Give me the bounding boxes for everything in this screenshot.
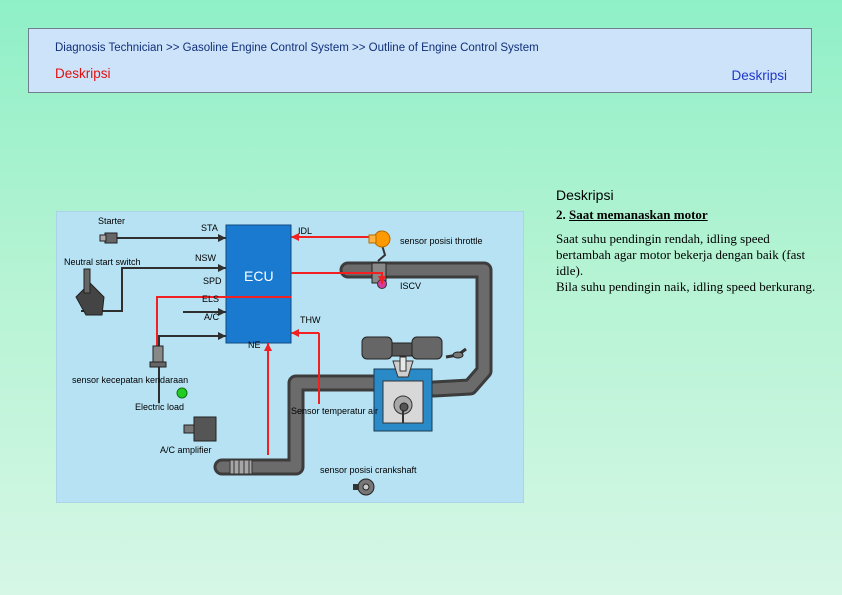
speed-sensor-label: sensor kecepatan kendaraan	[72, 375, 188, 385]
water-temperature-sensor-icon	[399, 402, 409, 412]
starter-label: Starter	[98, 216, 125, 226]
ne-label: NE	[248, 340, 261, 350]
description-paragraph-1: Saat suhu pendingin rendah, idling speed…	[556, 231, 806, 278]
engine-block	[361, 336, 467, 432]
temp-sensor-label: Sensor temperatur air	[291, 406, 378, 416]
page-title-right: Deskripsi	[731, 68, 787, 83]
ac-label: A/C	[204, 312, 220, 322]
electric-load-indicator	[176, 387, 188, 399]
thw-label: THW	[300, 315, 321, 325]
nsw-label: NSW	[195, 253, 217, 263]
page-title: Deskripsi	[55, 66, 111, 81]
vehicle-speed-sensor-icon	[149, 345, 167, 368]
description-subheading: 2. Saat memanaskan motor	[556, 207, 826, 223]
crankshaft-position-sensor-icon	[353, 478, 375, 496]
spd-label: SPD	[203, 276, 222, 286]
subheading-text: Saat memanaskan motor	[569, 207, 708, 222]
engine-control-diagram: ECU	[56, 211, 524, 503]
description-heading: Deskripsi	[556, 187, 614, 203]
ecu-label: ECU	[244, 268, 274, 284]
ac-amplifier-label: A/C amplifier	[160, 445, 212, 455]
sta-label: STA	[201, 223, 218, 233]
description-paragraph-2: Bila suhu pendingin naik, idling speed b…	[556, 279, 816, 294]
intake-pipe	[339, 261, 493, 398]
idl-label: IDL	[298, 226, 312, 236]
ecu-arrowheads	[218, 234, 226, 340]
catalytic-converter	[229, 459, 253, 475]
electric-load-label: Electric load	[135, 402, 184, 412]
signal-arrowheads	[264, 233, 386, 351]
els-label: ELS	[202, 294, 219, 304]
signal-lines	[156, 236, 383, 455]
exhaust-pipe	[213, 374, 383, 476]
neutral-start-switch-icon	[75, 268, 105, 316]
iscv-label: ISCV	[400, 281, 421, 291]
crank-sensor-label: sensor posisi crankshaft	[320, 465, 417, 475]
ac-amplifier-icon	[183, 416, 217, 442]
description-panel: Deskripsi 2. Saat memanaskan motor Saat …	[556, 187, 826, 295]
breadcrumb: Diagnosis Technician >> Gasoline Engine …	[55, 42, 539, 54]
throttle-position-sensor-icon	[368, 230, 391, 248]
ecu-box	[225, 224, 292, 344]
throttle-sensor-label: sensor posisi throttle	[400, 236, 483, 246]
neutral-switch-label: Neutral start switch	[64, 257, 141, 267]
starter-icon	[99, 232, 118, 244]
header-banner: Diagnosis Technician >> Gasoline Engine …	[28, 28, 812, 93]
subheading-number: 2.	[556, 207, 566, 222]
